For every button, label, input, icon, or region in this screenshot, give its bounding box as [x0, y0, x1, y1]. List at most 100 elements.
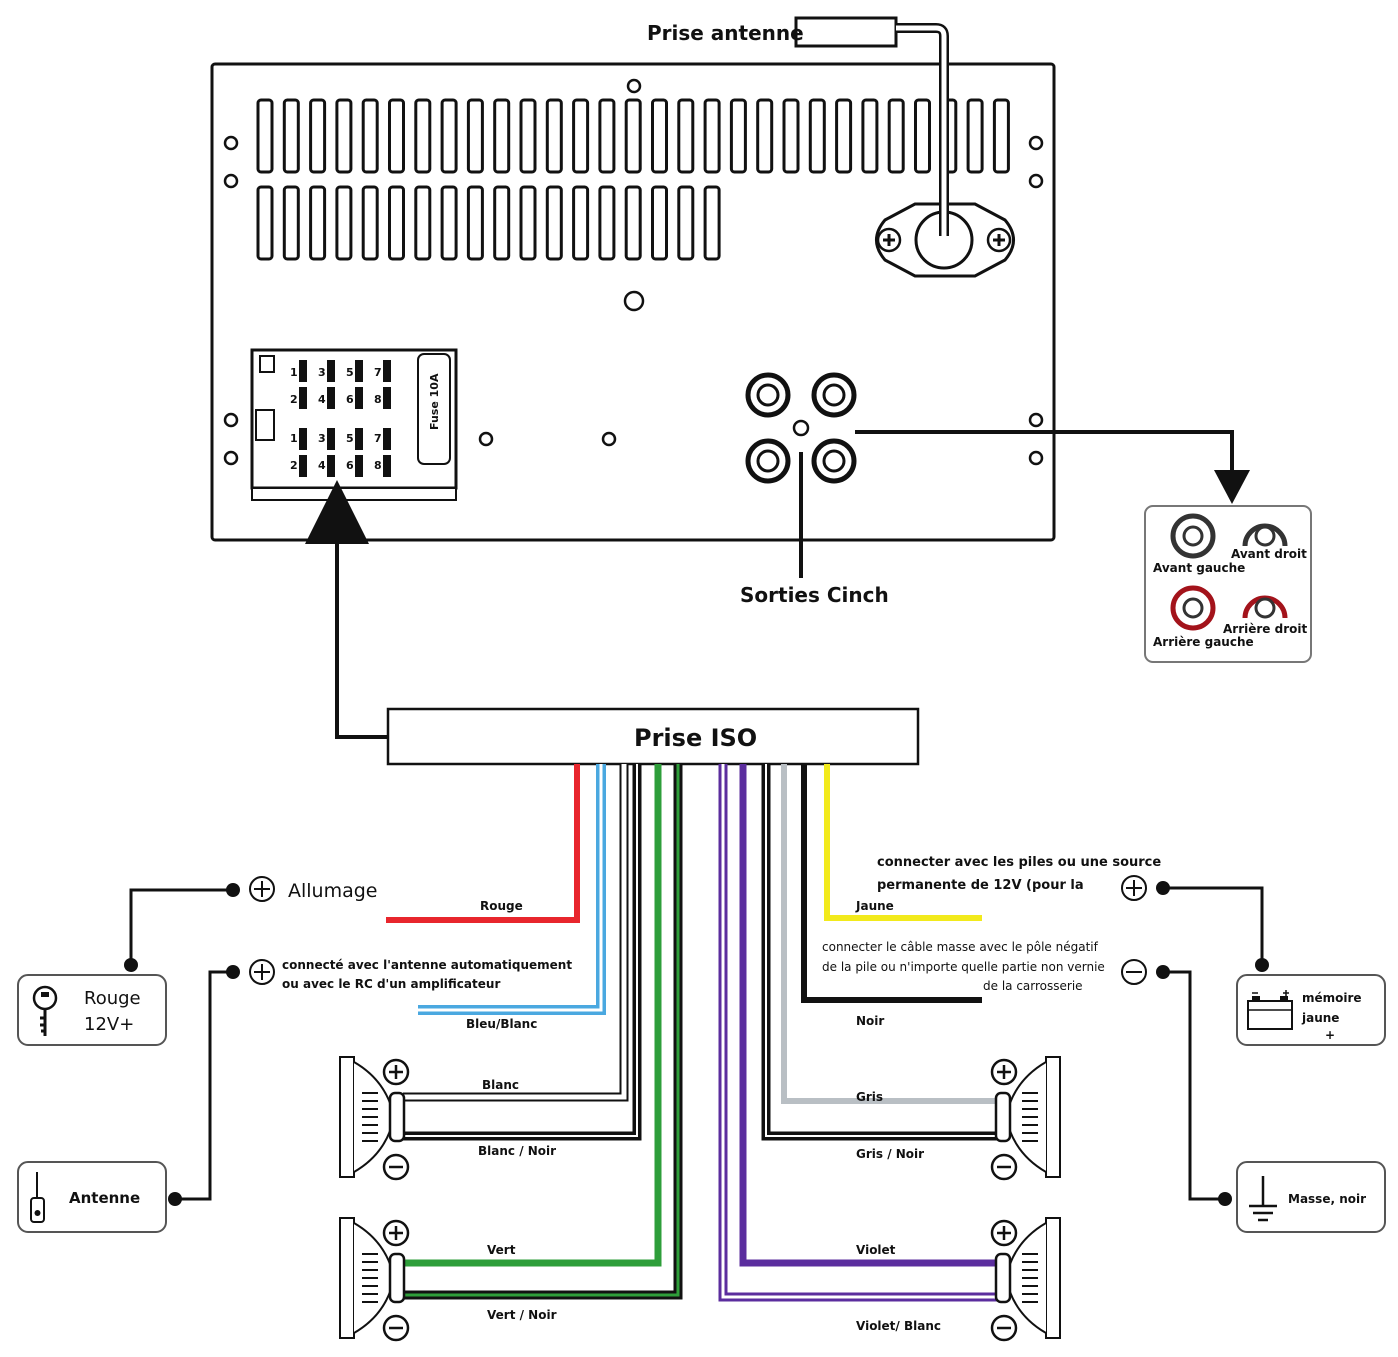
- vent-slot: [282, 98, 300, 174]
- ground-note-line3: de la carrosserie: [983, 979, 1083, 993]
- speakers: [339, 1056, 1061, 1342]
- permanent-note-line1: connecter avec les piles ou une source: [877, 855, 1161, 870]
- ground-note-line1: connecter le câble masse avec le pôle né…: [822, 940, 1099, 954]
- vent-slot: [440, 98, 458, 174]
- cinch-rear-left-jack: [1170, 585, 1216, 631]
- vent-slot: [624, 185, 642, 261]
- speaker-icon: [339, 1056, 410, 1181]
- wire-label-white: Blanc: [482, 1078, 519, 1092]
- pin-label: 4: [318, 459, 326, 472]
- wire-labels: Rouge Bleu/Blanc Blanc Blanc / Noir Vert…: [466, 899, 941, 1333]
- antenna-plug: Prise antenne: [647, 16, 949, 236]
- antenna-socket-label: Prise antenne: [647, 21, 804, 45]
- cinch-front-left-jack: [1170, 513, 1216, 559]
- cinch-sockets: [745, 372, 857, 484]
- vent-slot: [282, 185, 300, 261]
- pin-label: 2: [290, 459, 298, 472]
- vent-slot: [651, 98, 668, 174]
- wire-yellow: [824, 764, 982, 921]
- pin-slot: [355, 387, 363, 409]
- vent-slot: [861, 98, 879, 174]
- wire-label-green-black: Vert / Noir: [487, 1308, 557, 1322]
- vent-slot: [493, 185, 511, 261]
- vent-slot: [309, 185, 327, 261]
- fuse: [417, 353, 451, 465]
- vent-slot: [729, 98, 747, 174]
- antenna-box-label: Antenne: [69, 1189, 140, 1207]
- memory-box-line1: mémoire: [1302, 991, 1362, 1005]
- pin-label: 8: [374, 459, 382, 472]
- wire-label-green: Vert: [487, 1243, 516, 1257]
- pin-label: 5: [346, 432, 354, 445]
- vent-slot: [572, 98, 590, 174]
- wire-white: [403, 764, 629, 1102]
- right-connections: connecter avec les piles ou une source p…: [822, 855, 1386, 1233]
- pin-label: 7: [374, 432, 382, 445]
- ground-note-line2: de la pile ou n'importe quelle partie no…: [822, 960, 1105, 974]
- red-12v-sub: 12V+: [84, 1014, 134, 1035]
- wire-grey: [781, 764, 1000, 1104]
- vent-slot: [466, 185, 484, 261]
- wire-label-violet: Violet: [856, 1243, 896, 1257]
- pin-label: 3: [318, 366, 326, 379]
- vent-slot: [361, 98, 379, 174]
- vent-slot: [651, 185, 668, 261]
- pin-slot: [299, 387, 307, 409]
- vent-slot: [388, 98, 405, 174]
- permanent-note-line2: permanente de 12V (pour la: [877, 878, 1084, 893]
- pin-slot: [355, 455, 363, 477]
- ground-box: [1236, 1161, 1386, 1233]
- vent-slot: [677, 98, 695, 174]
- iso-pin-slots: [255, 355, 391, 477]
- vent-slot: [388, 185, 405, 261]
- pin-slot: [327, 360, 335, 382]
- pin-slot: [327, 387, 335, 409]
- pin-slot: [355, 360, 363, 382]
- vent-slot: [256, 98, 274, 174]
- speaker-icon: [990, 1056, 1061, 1181]
- vent-slot: [914, 98, 931, 174]
- cinch-rear-right-jack: [1242, 595, 1288, 619]
- pin-slot: [383, 428, 391, 450]
- pin-label: 6: [346, 459, 354, 472]
- pin-label: 4: [318, 393, 326, 406]
- pin-label: 7: [374, 366, 382, 379]
- vent-slot: [598, 98, 616, 174]
- cinch-outputs-label: Sorties Cinch: [740, 583, 889, 607]
- red-12v-title: Rouge: [84, 988, 141, 1009]
- vent-slot: [414, 98, 432, 174]
- wire-label-violet-white: Violet/ Blanc: [856, 1319, 941, 1333]
- wire-label-red: Rouge: [480, 899, 523, 913]
- vent-slot: [309, 98, 327, 174]
- vent-slot: [545, 98, 563, 174]
- pin-slot: [383, 455, 391, 477]
- wire-label-grey: Gris: [856, 1090, 883, 1104]
- iso-connector-block: Fuse 10A 1 3 5 7 2 4 6 8 1 3 5 7 2 4 6 8: [250, 348, 458, 501]
- pin-slot: [299, 455, 307, 477]
- iso-plug: Prise ISO: [386, 707, 920, 766]
- pin-slot: [327, 455, 335, 477]
- wire-label-white-black: Blanc / Noir: [478, 1144, 556, 1158]
- pin-label: 3: [318, 432, 326, 445]
- vent-slot: [519, 98, 537, 174]
- cinch-front-right-jack: [1242, 523, 1288, 547]
- pin-slot: [383, 387, 391, 409]
- mounting-holes: [223, 78, 1044, 466]
- vent-slot: [256, 185, 274, 261]
- vent-slot: [519, 185, 537, 261]
- vent-slot: [335, 185, 353, 261]
- vent-slot: [887, 98, 905, 174]
- antenna-mount: [875, 202, 1015, 278]
- wire-green: [403, 764, 662, 1267]
- cinch-rear-left-label: Arrière gauche: [1153, 635, 1254, 649]
- pin-slot: [327, 428, 335, 450]
- ignition-label: Allumage: [288, 880, 378, 902]
- vent-slot: [493, 98, 511, 174]
- vent-slot: [966, 98, 984, 174]
- wire-label-blue-white: Bleu/Blanc: [466, 1017, 537, 1031]
- vent-slot: [703, 98, 721, 174]
- vent-slot: [782, 98, 800, 174]
- pin-label: 8: [374, 393, 382, 406]
- vent-slot: [624, 98, 642, 174]
- wires: [386, 764, 1000, 1302]
